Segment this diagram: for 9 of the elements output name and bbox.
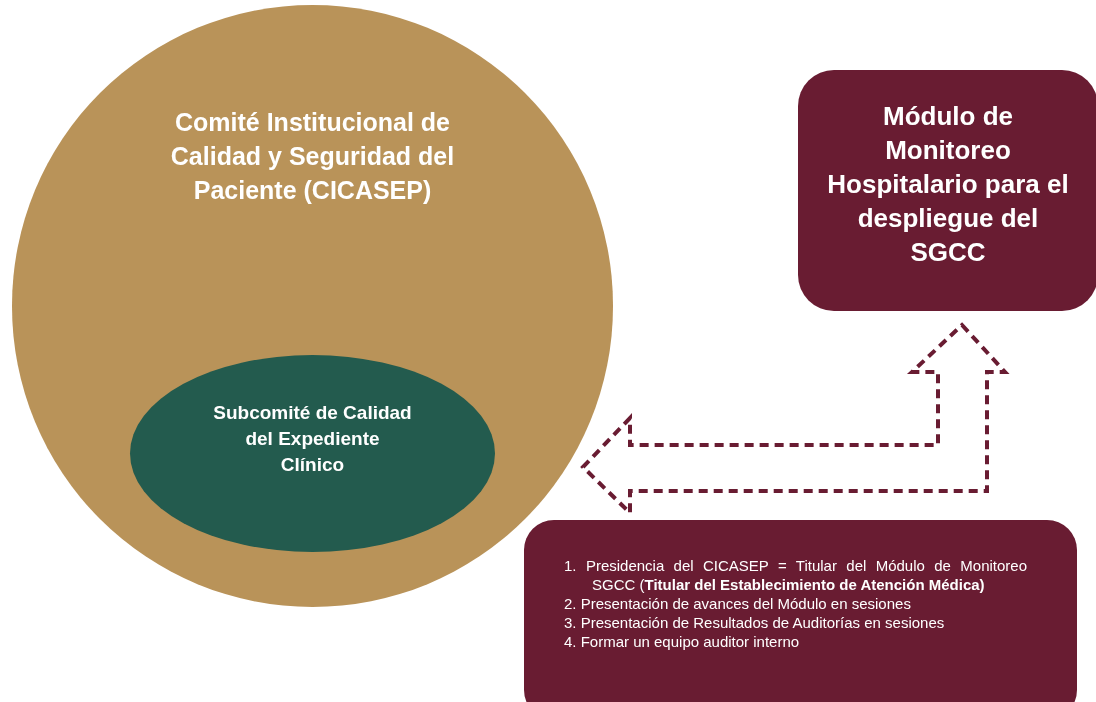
list-item: 3. Presentación de Resultados de Auditorías en sesiones (564, 613, 946, 632)
module-title: Módulo de Monitoreo Hospitalario para el despliegue del SGCC (826, 99, 1070, 269)
committee-title: Comité Institucional de Calidad y Seguridad del Paciente (CICASEP) (169, 107, 456, 206)
subcommittee-label: Subcomité de Calidad del Expediente Clínico (212, 400, 413, 477)
list-item: 2. Presentación de avances del Módulo en sesiones (564, 594, 912, 613)
list-item: 4. Formar un equipo auditor interno (564, 632, 801, 651)
list-box (524, 520, 1077, 702)
module-box (798, 70, 1096, 311)
list-item: 1. Presidencia del CICASEP = Titular del Módulo de Monitoreo SGCC (Titular del Establecimiento de Atención Médica) (564, 556, 1027, 594)
